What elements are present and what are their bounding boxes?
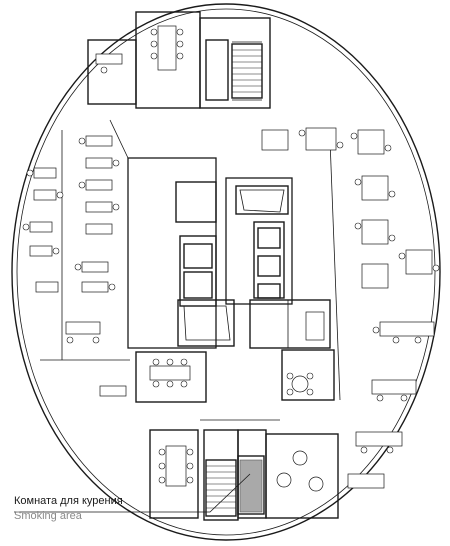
smoking-room (239, 459, 263, 513)
partitions (40, 119, 341, 421)
building-inner-wall (16, 8, 436, 536)
callout-leader (14, 473, 251, 513)
workstations-right (261, 127, 440, 489)
meeting-tables-bottom (149, 311, 325, 487)
round-tables (276, 372, 324, 492)
central-core (127, 157, 331, 349)
workstations-left (22, 135, 127, 397)
top-left-rooms (87, 11, 271, 109)
callout-label-en: Smoking area (14, 510, 82, 522)
smoking-area-callout: Комната для курения Smoking area (14, 494, 123, 524)
stair-top (231, 43, 263, 99)
meeting-tables-top (95, 25, 184, 74)
building-outer-wall (11, 3, 441, 541)
callout-label-ru: Комната для курения (14, 495, 123, 507)
stair-bottom (205, 459, 237, 517)
